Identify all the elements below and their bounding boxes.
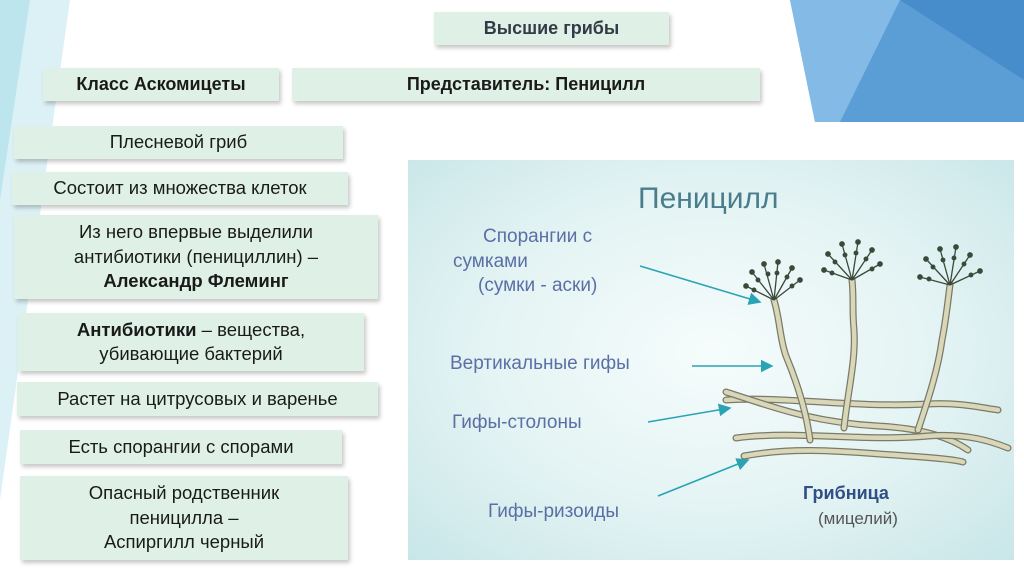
arrow-sporangia: [639, 265, 762, 305]
representative-label: Представитель: Пеницилл: [406, 73, 646, 94]
fact-multicellular: Состоит из множества клеток: [12, 172, 348, 205]
hyphae: [722, 276, 1012, 466]
label-rhizoids: Гифы-ризоиды: [488, 501, 620, 522]
fact-text: Плесневой гриб: [109, 131, 248, 153]
label-vertical-hyphae: Вертикальные гифы: [450, 353, 630, 374]
penicillium-drawing: [639, 239, 1012, 497]
fact-aspergillus: Опасный родственник пеницилла – Аспиргил…: [20, 476, 348, 560]
label-mycelium-sub: (мицелий): [818, 509, 898, 528]
fact-text: Есть спорангии с спорами: [68, 435, 294, 457]
fact-line: антибиотики (пенициллин) –: [73, 245, 319, 267]
fact-line: пеницилла –: [129, 506, 239, 528]
fact-text: Растет на цитрусовых и варенье: [57, 387, 338, 409]
fact-text: Состоит из множества клеток: [53, 177, 307, 199]
fact-line: убивающие бактерий: [99, 343, 283, 364]
fact-line: Антибиотики – вещества,: [77, 318, 305, 342]
spore-brushes: [743, 239, 983, 301]
antibiotics-term: Антибиотики: [76, 318, 197, 340]
class-box: Класс Аскомицеты: [43, 68, 279, 101]
label-line: сумками: [453, 250, 528, 272]
fact-antibiotics-definition: Антибиотики – вещества, убивающие бактер…: [18, 313, 364, 371]
spore-brush-right: [917, 244, 983, 286]
label-sporangia: Спорангии с сумками (сумки - аски): [453, 225, 597, 299]
fact-sporangia: Есть спорангии с спорами: [20, 430, 342, 464]
label-mycelium: Грибница: [803, 483, 889, 503]
fact-line: Из него впервые выделили: [78, 221, 314, 243]
fact-line-fleming: Александр Флеминг: [103, 270, 289, 292]
figure-title: Пеницилл: [638, 182, 779, 215]
fact-habitat: Растет на цитрусовых и варенье: [17, 382, 378, 416]
fact-antibiotics-origin: Из него впервые выделили антибиотики (пе…: [14, 215, 378, 299]
fact-line: Аспиргилл черный: [103, 531, 265, 553]
arrow-rhizoids: [657, 458, 750, 497]
title-box: Высшие грибы: [434, 12, 669, 45]
fact-mold-fungus: Плесневой гриб: [14, 126, 343, 159]
arrow-stolons: [647, 403, 732, 423]
class-label: Класс Аскомицеты: [76, 73, 246, 94]
spore-brush-middle: [821, 239, 883, 281]
fact-line: Опасный родственник: [88, 482, 280, 504]
spore-brush-left: [743, 259, 803, 301]
page-title: Высшие грибы: [483, 17, 620, 38]
label-stolons: Гифы-столоны: [452, 412, 582, 433]
representative-box: Представитель: Пеницилл: [292, 68, 760, 101]
antibiotics-def-start: – вещества,: [196, 318, 306, 340]
penicillium-figure: Пеницилл Спорангии с сумками (сумки - ас…: [408, 160, 1014, 560]
label-line: Спорангии с: [483, 226, 593, 247]
label-line: (сумки - аски): [478, 275, 598, 297]
